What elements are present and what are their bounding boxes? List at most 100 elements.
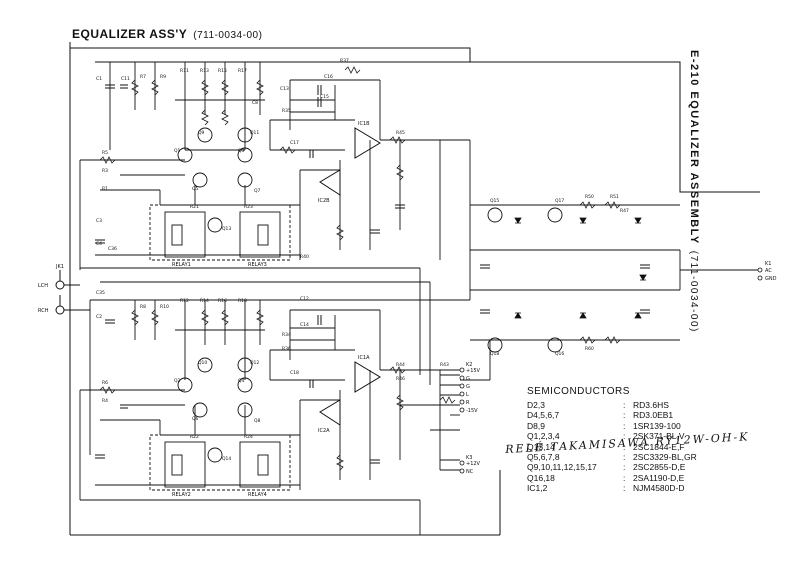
pin-label: G [466,376,470,382]
component-ref-label: R43 [440,362,449,368]
semiconductor-row: Q16,18:2SA1190-D,E [527,473,743,483]
relay-2-box [164,441,206,488]
semiconductor-row: Q1,2,3,4:2SK371-BL,V [527,431,743,441]
component-ref-label: Q15 [490,198,499,204]
connector-label: K2 [466,362,472,368]
component-ref-label: R6 [102,380,108,386]
component-ref-label: C11 [121,76,130,82]
semiconductor-row: Q9,10,11,12,15,17:2SC2855-D,E [527,462,743,472]
semiconductor-row: Q5,6,7,8:2SC3329-BL,GR [527,452,743,462]
semiconductor-part: NJM4580D-D [633,483,685,494]
component-ref-label: C12 [300,296,309,302]
component-ref-label: Q10 [198,360,207,366]
component-ref-label: Q4 [238,378,245,384]
connector-label: K1 [765,261,771,267]
component-ref-label: R14 [200,298,209,304]
component-label-layer: RELAY1 RELAY3 RELAY2 RELAY4 IC1B IC2B IC… [38,121,777,498]
component-ref-label: Q7 [254,188,261,194]
semiconductor-designator: D2,3 [527,400,545,410]
pin-label: AC [765,268,772,274]
semiconductor-row: D8,9:1SR139-100 [527,421,743,431]
component-ref-label: Q9 [198,130,205,136]
pin-label: NC [466,469,474,475]
opamp-label: IC2A [318,428,330,434]
semiconductor-separator: : [623,462,626,473]
semiconductor-separator: : [623,400,626,410]
component-ref-label: C35 [96,290,105,296]
component-ref-label: R9 [160,74,166,80]
pin-label: G [466,384,470,390]
semiconductor-row: IC1,2:NJM4580D-D [527,483,743,493]
relay-label: RELAY2 [172,492,191,498]
component-ref-label: C36 [108,246,117,252]
component-ref-label: R51 [610,194,619,200]
component-ref-label: C13 [280,86,289,92]
page-title: EQUALIZER ASS'Y(711-0034-00) [72,27,262,41]
semiconductor-designator: Q1,2,3,4 [527,431,560,442]
capacitor-symbols [95,84,650,464]
semiconductor-part: 2SA1190-D,E [633,472,685,483]
component-ref-label: Q13 [222,226,231,232]
component-ref-label: C16 [324,74,333,80]
semiconductor-designator: Q13,14 [527,441,555,452]
component-ref-label: Q6 [192,416,199,422]
semiconductor-designator: Q9,10,11,12,15,17 [527,462,597,473]
component-ref-label: R3 [102,168,108,174]
component-ref-label: C2 [96,314,102,320]
semiconductor-row: D2,3: RD3.6HS [527,400,743,410]
component-ref-label: Q17 [555,198,564,204]
relay-3-box [239,211,281,258]
component-ref-label: R34 [282,332,291,338]
component-ref-label: Q1 [174,148,181,154]
pin-label: R [466,400,470,406]
component-ref-label: Q11 [250,130,259,136]
semiconductors-title: SEMICONDUCTORS [527,386,630,397]
component-ref-label: C8 [252,100,258,106]
component-ref-label: R11 [180,68,189,74]
component-ref-label: R37 [340,58,349,64]
component-ref-label: R13 [200,68,209,74]
semiconductor-separator: : [623,441,626,452]
component-ref-label: R18 [238,298,247,304]
input-jacks [55,270,90,315]
semiconductor-separator: : [623,483,626,494]
opamp-symbols [319,127,381,426]
component-ref-label: C3 [96,218,102,224]
input-label-rch: RCH [38,308,49,314]
semiconductor-designator: Q16,18 [527,472,555,483]
semiconductor-separator: : [623,410,626,421]
semiconductor-part: 2SK371-BL,V [633,431,685,442]
component-ref-label: R4 [102,398,108,404]
component-ref-label: R50 [585,194,594,200]
component-ref-label: R23 [244,204,253,210]
component-ref-label: R35 [282,108,291,114]
side-title: E-210 EQUALIZER ASSEMBLY(711-0034-00) [688,50,700,333]
semiconductor-part: RD3.6HS [633,400,669,410]
opamp-ic2a [319,399,341,426]
semiconductor-separator: : [623,420,626,431]
component-ref-label: C1 [96,76,102,82]
component-ref-label: Q18 [490,351,499,357]
component-ref-label: R5 [102,150,108,156]
connector-label: K3 [466,455,472,461]
component-ref-label: Q14 [222,456,231,462]
opamp-label: IC1B [358,121,370,127]
title-text: EQUALIZER ASS'Y [72,27,188,41]
component-ref-label: R10 [160,304,169,310]
component-ref-label: R44 [396,362,405,368]
transistor-symbols [177,127,563,463]
relay-4-box [239,441,281,488]
component-ref-label: C14 [300,322,309,328]
component-ref-label: R12 [180,298,189,304]
semiconductor-separator: : [623,431,626,442]
semiconductor-part: RD3.0EB1 [633,410,674,421]
component-ref-label: C17 [290,140,299,146]
semiconductor-row: D4,5,6,7:RD3.0EB1 [527,410,743,420]
pin-label: -15V [466,408,478,414]
relay-symbols [149,204,291,491]
component-ref-label: R7 [140,74,146,80]
component-ref-label: R17 [238,68,247,74]
